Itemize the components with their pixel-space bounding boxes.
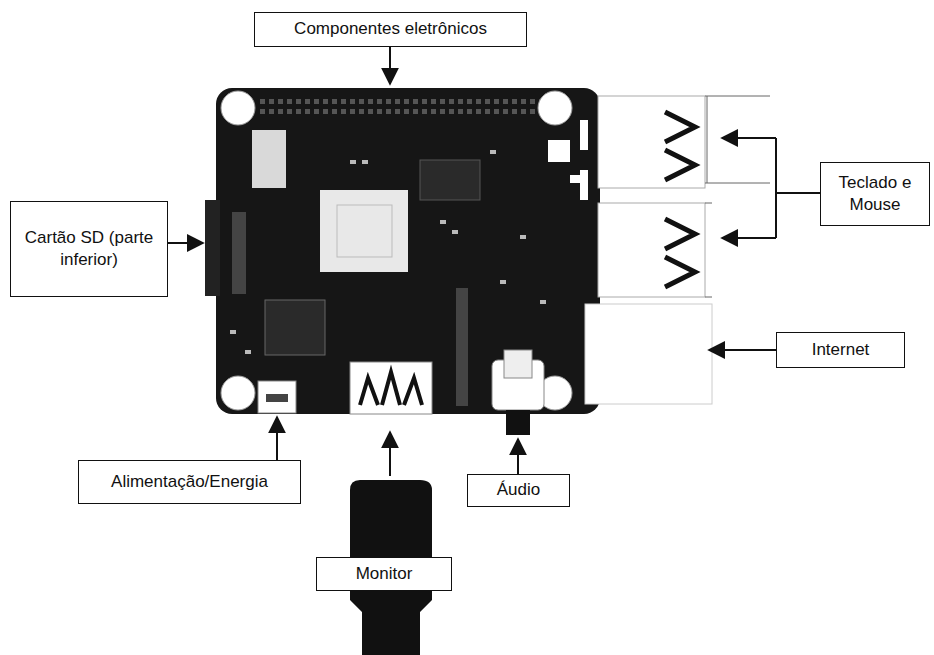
gpio-header (258, 96, 540, 117)
label-text: Cartão SD (parte inferior) (19, 227, 159, 271)
leader-arrows (168, 47, 820, 476)
label-box: Internet (776, 332, 905, 368)
label-text: Alimentação/Energia (111, 471, 268, 493)
label-text: Internet (812, 339, 870, 361)
label-box: Monitor (316, 557, 452, 591)
label-box: Áudio (467, 474, 570, 507)
label-box: Teclado e Mouse (820, 162, 930, 226)
label-text: Monitor (356, 563, 413, 585)
label-text: Teclado e Mouse (829, 172, 921, 216)
label-box: Componentes eletrônicos (254, 12, 527, 47)
wifi-chip (252, 130, 286, 188)
micro-usb-port (258, 381, 296, 413)
label-box: Alimentação/Energia (78, 460, 301, 504)
board (216, 88, 600, 414)
usb-ports (598, 96, 705, 297)
logo (548, 140, 570, 162)
ethernet-port (585, 304, 712, 404)
processor-chip (320, 190, 408, 272)
hdmi-port (350, 362, 432, 414)
label-text: Componentes eletrônicos (294, 18, 487, 40)
label-box: Cartão SD (parte inferior) (10, 201, 168, 297)
label-text: Áudio (497, 479, 540, 501)
sd-slot (205, 200, 220, 296)
audio-jack (492, 350, 544, 435)
